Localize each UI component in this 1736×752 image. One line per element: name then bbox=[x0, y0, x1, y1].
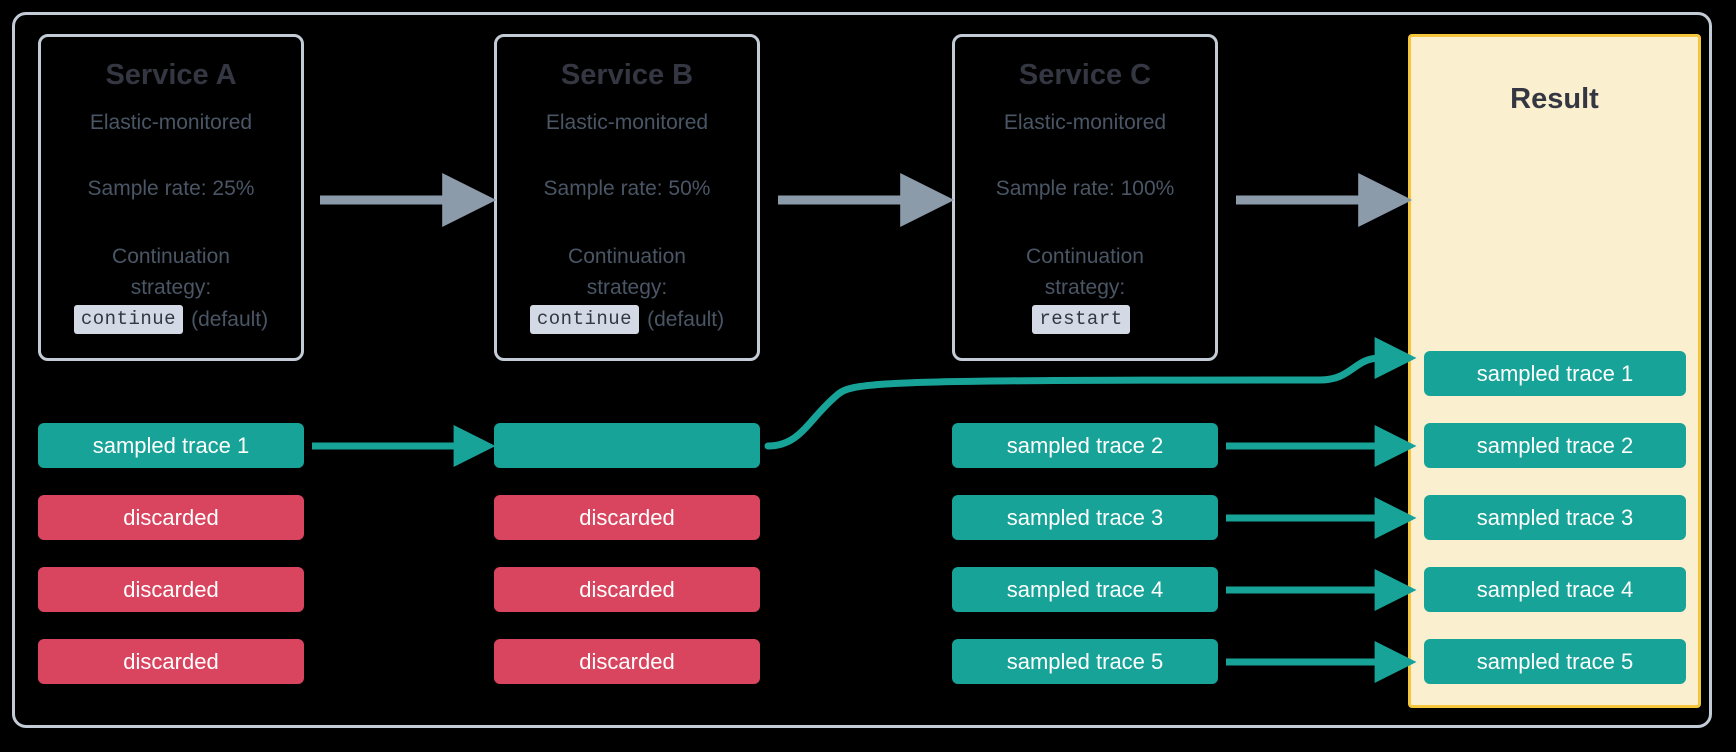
service-c-subtitle: Elastic-monitored bbox=[1003, 111, 1167, 134]
service-a-trace-3: discarded bbox=[38, 567, 304, 612]
result-trace-2: sampled trace 2 bbox=[1424, 423, 1686, 468]
service-c-strategy-value: restart bbox=[1032, 305, 1130, 334]
service-b-sample-rate: Sample rate: 50% bbox=[543, 177, 711, 200]
service-c-strategy-label-line1: Continuation bbox=[1026, 245, 1144, 268]
result-trace-4: sampled trace 4 bbox=[1424, 567, 1686, 612]
service-a-trace-4: discarded bbox=[38, 639, 304, 684]
service-card-c: Service C Elastic-monitored Sample rate:… bbox=[952, 34, 1218, 361]
result-trace-3: sampled trace 3 bbox=[1424, 495, 1686, 540]
result-panel-title: Result bbox=[1510, 83, 1599, 115]
service-b-trace-3: discarded bbox=[494, 567, 760, 612]
service-b-subtitle: Elastic-monitored bbox=[545, 111, 709, 134]
service-c-title: Service C bbox=[1018, 59, 1152, 91]
service-c-trace-2: sampled trace 3 bbox=[952, 495, 1218, 540]
service-c-trace-1: sampled trace 2 bbox=[952, 423, 1218, 468]
service-a-strategy-row: continue (default) bbox=[41, 305, 301, 334]
service-a-strategy-value: continue bbox=[73, 305, 184, 334]
service-b-strategy-row: continue (default) bbox=[497, 305, 757, 334]
service-b-title: Service B bbox=[560, 59, 694, 91]
service-c-trace-3: sampled trace 4 bbox=[952, 567, 1218, 612]
service-b-trace-4: discarded bbox=[494, 639, 760, 684]
result-trace-1: sampled trace 1 bbox=[1424, 351, 1686, 396]
service-c-sample-rate: Sample rate: 100% bbox=[995, 177, 1175, 200]
service-a-strategy-label-line1: Continuation bbox=[112, 245, 230, 268]
service-card-b: Service B Elastic-monitored Sample rate:… bbox=[494, 34, 760, 361]
service-card-a: Service A Elastic-monitored Sample rate:… bbox=[38, 34, 304, 361]
service-c-strategy-label-line2: strategy: bbox=[1044, 276, 1126, 299]
service-b-strategy-value: continue bbox=[529, 305, 640, 334]
service-c-trace-4: sampled trace 5 bbox=[952, 639, 1218, 684]
service-b-trace-1 bbox=[494, 423, 760, 468]
service-c-strategy-row: restart bbox=[955, 305, 1215, 334]
result-trace-5: sampled trace 5 bbox=[1424, 639, 1686, 684]
service-a-sample-rate: Sample rate: 25% bbox=[87, 177, 255, 200]
service-a-title: Service A bbox=[105, 59, 237, 91]
service-b-strategy-note: (default) bbox=[647, 307, 725, 331]
service-a-strategy-label-line2: strategy: bbox=[130, 276, 212, 299]
service-a-trace-1: sampled trace 1 bbox=[38, 423, 304, 468]
service-a-trace-2: discarded bbox=[38, 495, 304, 540]
service-b-strategy-label-line2: strategy: bbox=[586, 276, 668, 299]
service-b-strategy-label-line1: Continuation bbox=[568, 245, 686, 268]
service-a-strategy-note: (default) bbox=[191, 307, 269, 331]
service-a-subtitle: Elastic-monitored bbox=[89, 111, 253, 134]
service-b-trace-2: discarded bbox=[494, 495, 760, 540]
